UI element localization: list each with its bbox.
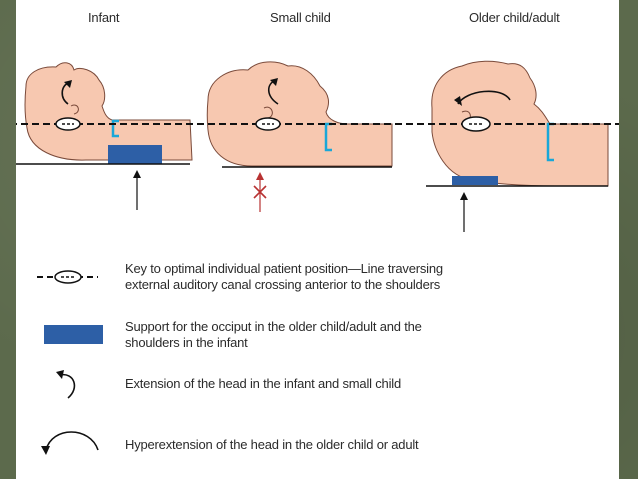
older-hyperextension-arrow <box>457 90 511 105</box>
older-occiput-support <box>452 176 498 185</box>
legend-support: Support for the occiput in the older chi… <box>125 319 422 351</box>
infant-body <box>24 62 193 161</box>
small-child-ear <box>263 106 273 119</box>
column-title-older: Older child/adult <box>469 10 560 25</box>
column-title-small-child: Small child <box>270 10 331 25</box>
infant-shoulder-support <box>108 145 162 164</box>
small-child-no-support-cross <box>253 185 267 199</box>
legend-hyperextension: Hyperextension of the head in the older … <box>125 437 419 452</box>
infant-figure <box>16 62 193 210</box>
legend-extension: Extension of the head in the infant and … <box>125 376 401 391</box>
small-child-body <box>206 61 393 167</box>
legend-support-line1: Support for the occiput in the older chi… <box>125 319 422 334</box>
infant-ear <box>70 104 79 115</box>
infant-shoulder-mark <box>111 119 119 138</box>
legend-line-symbol <box>37 270 98 284</box>
legend-line-key-line1: Key to optimal individual patient positi… <box>125 261 443 276</box>
legend-support-line2: shoulders in the infant <box>125 335 248 350</box>
legend-extension-arrow <box>56 370 76 399</box>
legend-support-swatch <box>44 325 103 344</box>
older-figure <box>426 60 609 232</box>
legend-line-key: Key to optimal individual patient positi… <box>125 261 443 293</box>
legend-line-key-line2: external auditory canal crossing anterio… <box>125 277 441 292</box>
legend-hyperextension-arrow <box>41 431 99 455</box>
small-child-figure <box>206 61 393 212</box>
figure-page: Infant Small child Older child/adult <box>16 0 619 479</box>
positioning-diagram <box>16 60 619 455</box>
column-title-infant: Infant <box>88 10 120 25</box>
